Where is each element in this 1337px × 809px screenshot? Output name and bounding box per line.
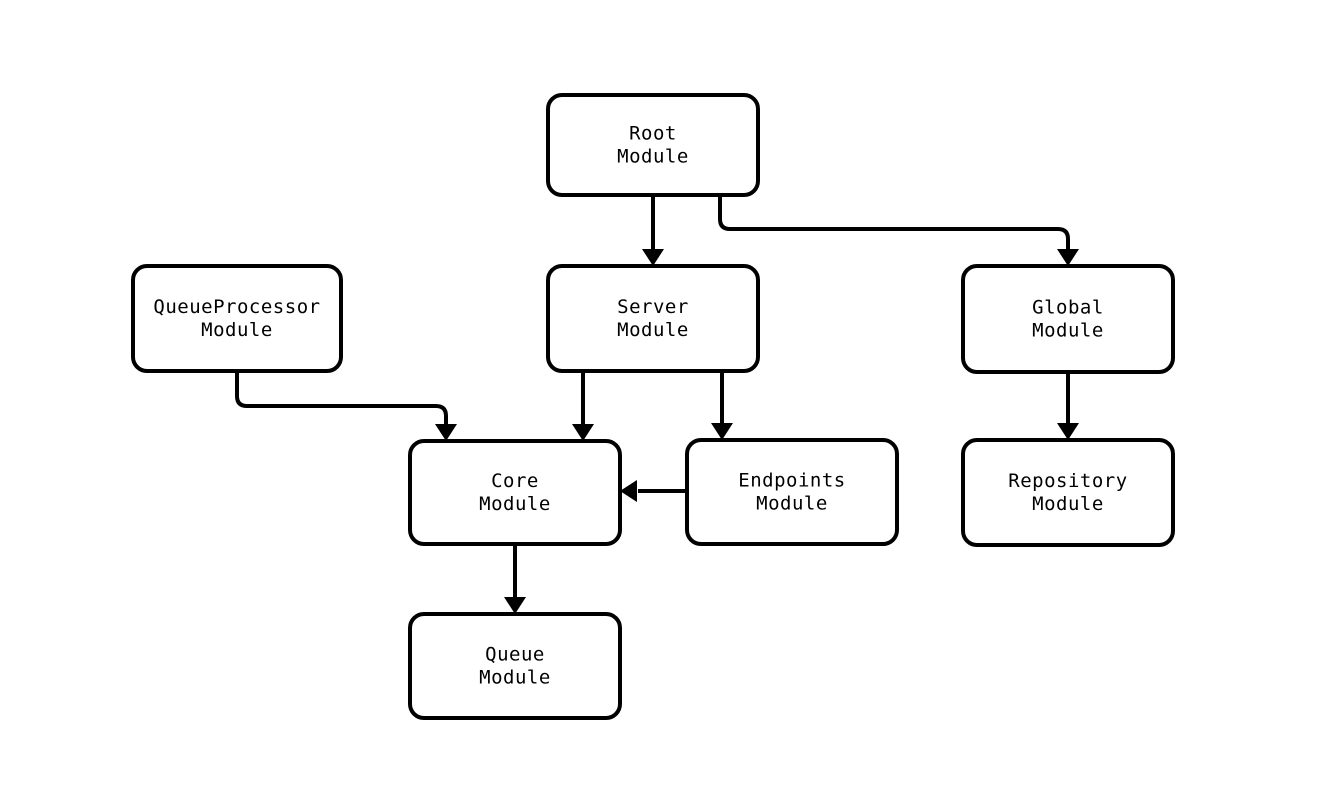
queue-module-node-box[interactable] xyxy=(408,612,622,720)
edge-server-to-endpoints xyxy=(711,371,733,440)
queue-module-node-label-line1: Queue xyxy=(485,644,545,666)
queueprocessor-module-node-box[interactable] xyxy=(131,264,343,373)
global-module-node-label-line1: Global xyxy=(1032,297,1104,319)
edge-global-to-repository xyxy=(1057,372,1079,440)
endpoints-module-node-label-line2: Module xyxy=(756,493,828,515)
queueprocessor-module-node-label-line1: QueueProcessor xyxy=(153,296,320,318)
endpoints-module-node-box[interactable] xyxy=(685,438,899,546)
server-module-node-label-line1: Server xyxy=(617,296,689,318)
queue-module-node-label-line2: Module xyxy=(479,667,551,689)
nodes-layer: RootModuleQueueProcessorModuleServerModu… xyxy=(131,93,1175,720)
queueprocessor-module-node-label-line2: Module xyxy=(201,319,273,341)
edges-layer xyxy=(235,195,1079,614)
edge-queueprocessor-to-core-arrowhead-icon xyxy=(435,424,457,441)
repository-module-node-label-line2: Module xyxy=(1032,493,1104,515)
edge-root-to-server-arrowhead-icon xyxy=(642,249,664,266)
edge-queueprocessor-to-core xyxy=(235,371,457,441)
server-module-node-label-line2: Module xyxy=(617,319,689,341)
edge-endpoints-to-core-arrowhead-icon xyxy=(620,480,637,502)
edge-server-to-core-arrowhead-icon xyxy=(572,424,594,441)
repository-module-node-box[interactable] xyxy=(961,438,1175,547)
root-module-node-label-line1: Root xyxy=(629,123,677,145)
core-module-node-label-line2: Module xyxy=(479,493,551,515)
edge-server-to-core xyxy=(572,371,594,441)
edge-core-to-queue xyxy=(504,544,526,614)
global-module-node-box[interactable] xyxy=(961,264,1175,374)
edge-queueprocessor-to-core-line xyxy=(235,371,448,425)
edge-root-to-global-line xyxy=(718,195,1070,250)
edge-core-to-queue-arrowhead-icon xyxy=(504,597,526,614)
edge-server-to-endpoints-arrowhead-icon xyxy=(711,423,733,440)
edge-global-to-repository-arrowhead-icon xyxy=(1057,423,1079,440)
edge-endpoints-to-core xyxy=(620,480,687,502)
edge-root-to-global-arrowhead-icon xyxy=(1057,249,1079,266)
root-module-node-box[interactable] xyxy=(546,93,760,197)
root-module-node-label-line2: Module xyxy=(617,146,689,168)
repository-module-node-label-line1: Repository xyxy=(1008,470,1127,492)
server-module-node-box[interactable] xyxy=(546,264,760,373)
global-module-node-label-line2: Module xyxy=(1032,320,1104,342)
core-module-node-box[interactable] xyxy=(408,439,622,546)
core-module-node-label-line1: Core xyxy=(491,470,539,492)
edge-root-to-global xyxy=(718,195,1079,266)
endpoints-module-node-label-line1: Endpoints xyxy=(738,470,845,492)
edge-root-to-server xyxy=(642,195,664,266)
